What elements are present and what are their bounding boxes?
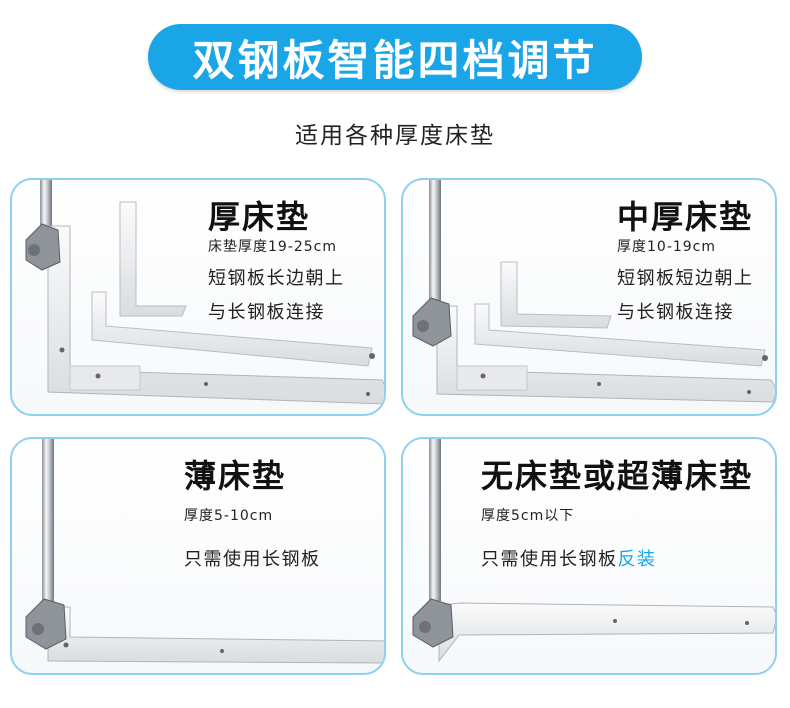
panel-medium-mattress: 中厚床垫 厚度10-19cm 短钢板短边朝上 与长钢板连接 xyxy=(401,178,777,416)
panel-desc-line2: 与长钢板连接 xyxy=(208,302,325,323)
panel-desc-line2: 与长钢板连接 xyxy=(617,302,734,323)
panel-spec: 厚度10-19cm xyxy=(617,239,717,255)
bracket-illustration xyxy=(25,180,384,405)
page-title: 双钢板智能四档调节 xyxy=(192,35,598,85)
panel-title: 厚床垫 xyxy=(208,198,311,236)
panel-thick-mattress: 厚床垫 床垫厚度19-25cm 短钢板长边朝上 与长钢板连接 xyxy=(10,178,386,416)
panel-desc-text: 只需使用长钢板 xyxy=(481,549,618,570)
title-banner: 双钢板智能四档调节 xyxy=(148,24,642,90)
panel-desc-line1: 只需使用长钢板反装 xyxy=(481,543,657,577)
panel-desc-line1: 短钢板短边朝上 xyxy=(617,268,754,289)
panel-spec: 床垫厚度19-25cm xyxy=(208,239,338,255)
panel-thin-mattress: 薄床垫 厚度5-10cm 只需使用长钢板 xyxy=(10,437,386,675)
panel-spec: 厚度5cm以下 xyxy=(481,508,575,524)
panel-title: 中厚床垫 xyxy=(617,198,754,236)
bracket-illustration xyxy=(412,180,775,403)
page-subtitle: 适用各种厚度床垫 xyxy=(295,123,495,149)
panel-desc-line1: 短钢板长边朝上 xyxy=(208,268,345,289)
panel-no-mattress: 无床垫或超薄床垫 厚度5cm以下 只需使用长钢板反装 xyxy=(401,437,777,675)
panel-desc-accent: 反装 xyxy=(617,549,657,570)
panel-title: 无床垫或超薄床垫 xyxy=(481,457,754,495)
panel-spec: 厚度5-10cm xyxy=(184,508,274,524)
panel-title: 薄床垫 xyxy=(184,457,287,495)
panel-desc-line1: 只需使用长钢板 xyxy=(184,549,321,570)
bracket-illustration xyxy=(412,439,775,663)
bracket-illustration xyxy=(25,439,384,664)
